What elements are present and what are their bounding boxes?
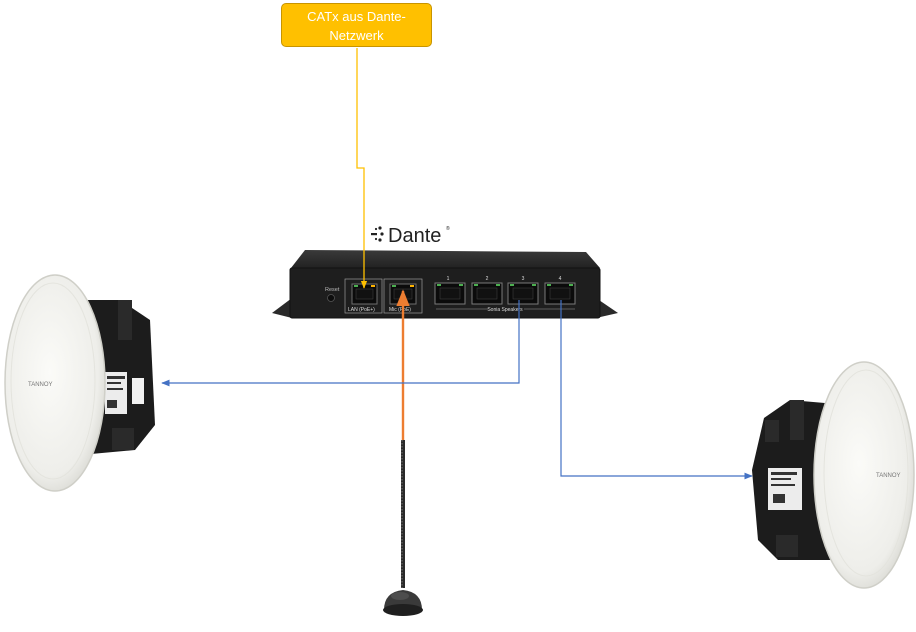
- port-number-1: 1: [447, 276, 450, 282]
- speaker-cable-left: [161, 300, 520, 387]
- callout-line-2: Netzwerk: [329, 28, 384, 43]
- dante-logo-text: Dante: [388, 225, 441, 247]
- speakers-port-label: Sonia Speakers: [487, 307, 523, 313]
- lan-poe-port[interactable]: [351, 283, 378, 305]
- callout-line-1: CATx aus Dante-: [307, 9, 406, 24]
- ceiling-speaker-right: TANNOY: [752, 361, 915, 589]
- port-number-2: 2: [486, 276, 489, 282]
- reset-button[interactable]: [327, 294, 335, 302]
- dante-switch-device: Reset LAN (PoE+) Mic (PoE): [272, 250, 618, 319]
- lan-port-label: LAN (PoE+): [348, 307, 375, 313]
- dante-logo-mark: ®: [446, 225, 450, 232]
- network-cable: [356, 48, 368, 289]
- dante-logo: Dante ®: [371, 225, 450, 247]
- speaker-cable-right: [560, 300, 753, 480]
- port-number-4: 4: [559, 276, 562, 282]
- speaker-port-2[interactable]: [471, 282, 503, 305]
- network-callout-box: CATx aus Dante- Netzwerk: [281, 3, 432, 47]
- right-mounting-flange: [596, 298, 618, 318]
- gooseneck-microphone: [383, 440, 423, 616]
- mic-port-label: Mic (PoE): [389, 307, 411, 313]
- speaker-brand-left: TANNOY: [28, 382, 53, 388]
- speaker-port-3[interactable]: [507, 282, 539, 305]
- port-number-3: 3: [522, 276, 525, 282]
- dante-logo-icon: [371, 226, 384, 242]
- speaker-port-4[interactable]: [544, 282, 576, 305]
- left-mounting-flange: [272, 298, 292, 318]
- speaker-brand-right: TANNOY: [876, 473, 901, 479]
- ceiling-speaker-left: TANNOY: [4, 274, 155, 492]
- speaker-port-1[interactable]: [434, 282, 466, 305]
- reset-label: Reset: [325, 287, 340, 293]
